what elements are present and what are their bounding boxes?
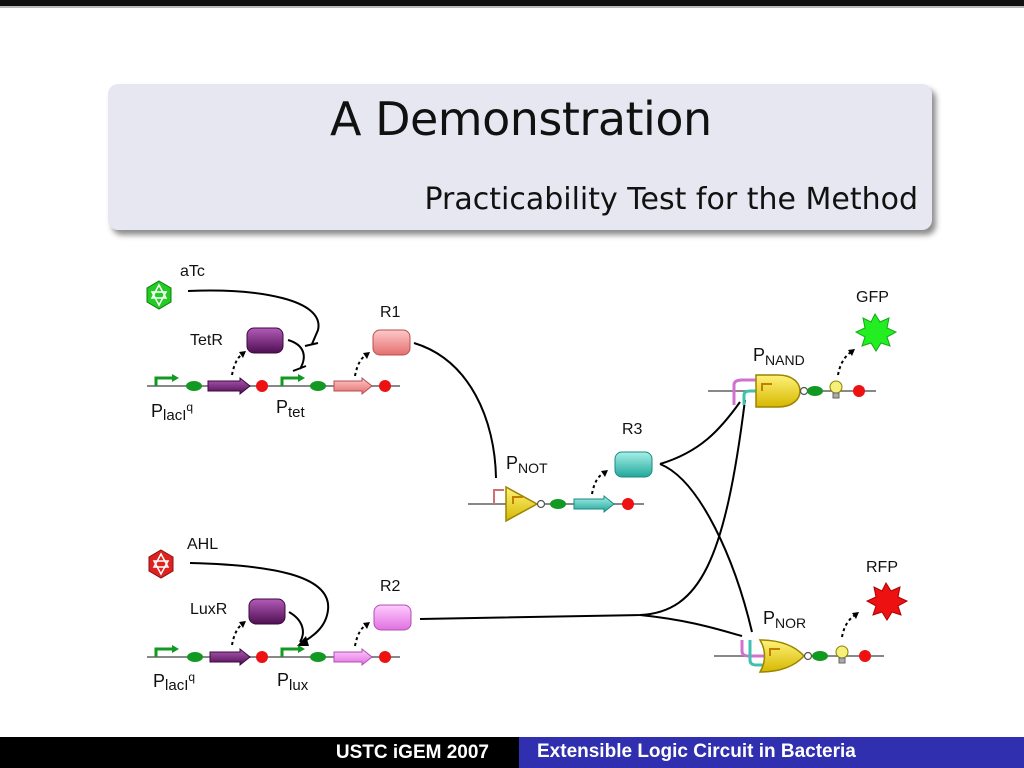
rfp-star-icon	[865, 581, 909, 621]
tetr-inhibition-line	[287, 339, 305, 370]
r2-label: R2	[380, 578, 401, 595]
rbs-icon	[310, 652, 326, 662]
top-module: aTc TetR PlacIq Ptet R1	[146, 263, 411, 424]
top-rule	[0, 0, 1024, 6]
r3-label: R3	[622, 421, 643, 438]
not-gate-module: PNOT R3	[468, 421, 653, 523]
footer-topic: Extensible Logic Circuit in Bacteria	[537, 741, 856, 762]
footer-author: USTC iGEM 2007	[335, 742, 489, 763]
top-rule-shadow	[0, 6, 1024, 8]
atc-inducer-icon	[146, 280, 172, 310]
ptet-promoter-icon	[280, 376, 298, 386]
not-gate-icon	[505, 485, 539, 523]
rbs-icon	[812, 651, 828, 661]
luxr-activation-line	[288, 611, 304, 643]
terminator-icon	[622, 498, 634, 510]
nand-gate-module: PNAND GFP	[708, 289, 898, 408]
rfp-reporter-gene	[835, 645, 849, 664]
terminator-icon	[853, 385, 865, 397]
tetr-gene	[207, 376, 251, 396]
title-box	[108, 84, 932, 230]
terminator-icon	[379, 380, 391, 392]
logic-circuit-diagram: aTc TetR PlacIq Ptet R1	[146, 263, 909, 694]
terminator-icon	[379, 651, 391, 663]
r3-protein	[614, 451, 653, 478]
luxr-gene	[209, 647, 251, 667]
rbs-icon	[310, 381, 326, 391]
luxr-protein	[248, 598, 286, 625]
slide-subtitle: Practicability Test for the Method	[424, 182, 918, 217]
rbs-icon	[807, 386, 823, 396]
rbs-icon	[187, 652, 203, 662]
bottom-module: AHL LuxR PlacIq Plux R2	[147, 536, 412, 694]
placiq-promoter-icon	[154, 647, 172, 657]
luxr-label: LuxR	[190, 601, 227, 618]
ptet-label: Ptet	[276, 397, 306, 421]
gfp-reporter-gene	[829, 380, 843, 399]
footer-right-panel: Extensible Logic Circuit in Bacteria	[519, 737, 1024, 768]
r1-protein	[372, 329, 411, 356]
pnand-label: PNAND	[753, 345, 805, 368]
ahl-activation-line	[189, 562, 330, 645]
atc-label: aTc	[180, 263, 205, 280]
terminator-icon	[256, 380, 268, 392]
r3-gene	[573, 494, 615, 514]
placiq-promoter-icon	[154, 376, 172, 386]
rbs-icon	[186, 381, 202, 391]
gfp-label: GFP	[856, 289, 889, 306]
gfp-star-icon	[854, 312, 898, 352]
regulation-connections	[413, 342, 753, 637]
pnor-label: PNOR	[763, 608, 806, 631]
placiq-top-label: PlacIq	[151, 400, 193, 424]
r1-label: R1	[380, 304, 401, 321]
nor-gate-icon	[758, 639, 806, 673]
nor-gate-module: PNOR RFP	[714, 559, 909, 673]
pnot-label: PNOT	[506, 453, 548, 476]
slide-title: A Demonstration	[330, 92, 712, 146]
rfp-label: RFP	[866, 559, 898, 576]
ahl-inducer-icon	[148, 549, 174, 579]
tetr-protein	[246, 327, 284, 354]
r2-gene	[333, 647, 373, 667]
rbs-icon	[550, 499, 566, 509]
terminator-icon	[256, 651, 268, 663]
r2-protein	[373, 604, 412, 631]
atc-inhibition-line	[187, 289, 320, 345]
tetr-label: TetR	[190, 332, 223, 349]
footer-left-panel: USTC iGEM 2007	[0, 737, 519, 768]
footer-bar: USTC iGEM 2007 Extensible Logic Circuit …	[0, 737, 1024, 768]
ahl-label: AHL	[187, 536, 218, 553]
terminator-icon	[859, 650, 871, 662]
plux-label: Plux	[277, 670, 309, 694]
plux-promoter-icon	[280, 647, 298, 657]
placiq-bottom-label: PlacIq	[153, 670, 195, 694]
r1-gene	[333, 376, 373, 396]
